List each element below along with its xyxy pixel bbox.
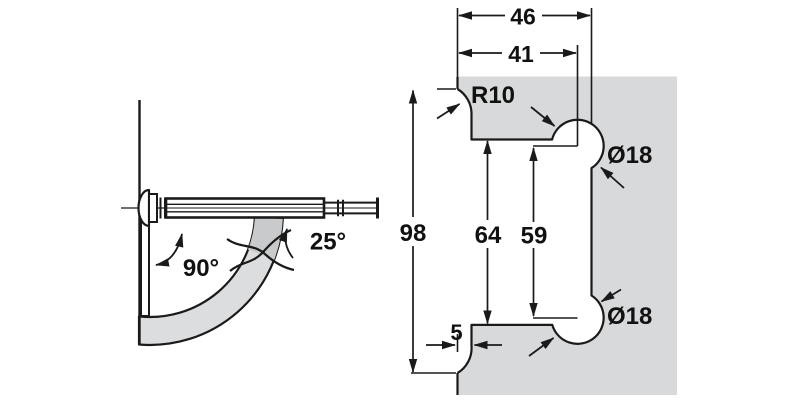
cutout-dimension-diagram: 46 41 98 64 59 5 R10 Ø18 Ø18 xyxy=(400,4,677,395)
hinge-rod-shaft-ticks xyxy=(337,199,344,217)
bottom-hole-leader-ne xyxy=(600,288,622,303)
overswing-angle-label: 25° xyxy=(310,229,346,256)
screw-head xyxy=(137,188,151,228)
dim-edge-offset-label: 5 xyxy=(450,320,462,345)
bottom-hole-leader-sw xyxy=(528,337,555,357)
break-line-upper xyxy=(226,238,295,272)
corner-radius-leader xyxy=(436,103,461,120)
side-view-diagram: 90° 25° xyxy=(121,100,379,347)
bottom-hole-diameter-label: Ø18 xyxy=(607,303,652,330)
dim-notch-height-label: 64 xyxy=(475,222,502,249)
opening-angle-label: 90° xyxy=(183,255,219,282)
top-hole-diameter-label: Ø18 xyxy=(607,142,652,169)
overswing-angle-arrow xyxy=(278,228,294,259)
hinge-rod-body-lines xyxy=(166,203,324,213)
top-hole-leader-nw xyxy=(530,106,556,127)
screw-washer xyxy=(148,193,158,223)
cutout-outline xyxy=(456,88,605,374)
dim-center-width-label: 41 xyxy=(508,41,534,67)
door-closed-panel xyxy=(140,221,150,317)
dim-overall-height-label: 98 xyxy=(400,220,427,247)
hinge-rod-shaft xyxy=(324,201,377,215)
dim-hole-spacing-label: 59 xyxy=(521,223,548,250)
opening-angle-arrow xyxy=(155,233,184,267)
dim-overall-width-label: 46 xyxy=(510,4,536,30)
corner-radius-label: R10 xyxy=(471,82,515,109)
top-hole-leader-se xyxy=(600,166,625,189)
